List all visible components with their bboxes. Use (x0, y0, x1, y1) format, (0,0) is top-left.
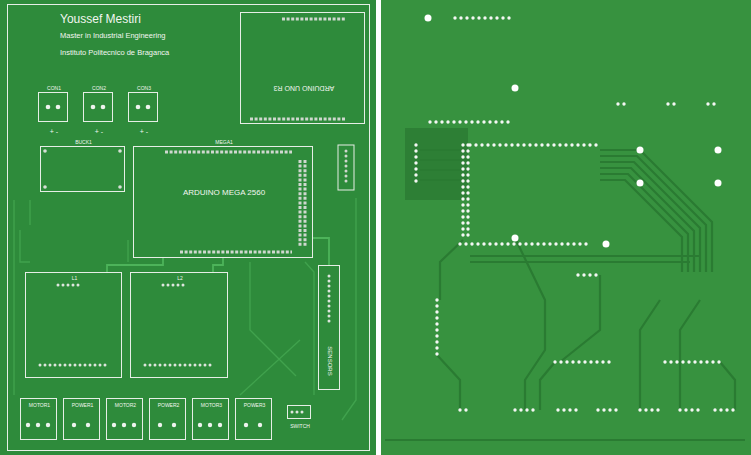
part-label: CON2 (92, 86, 106, 91)
part-label: MOTOR3 (201, 403, 222, 408)
arduino-uno-outline: ARDUINO UNO R3 (240, 12, 365, 124)
uno-headers (250, 19, 346, 119)
part-label: SENSORS (327, 346, 333, 375)
bottom-screws (26, 423, 262, 427)
part-label: SWITCH (290, 424, 310, 429)
part-label: CON3 (137, 86, 151, 91)
terminal-block: CON2+ - (83, 92, 113, 122)
part-label: L1 (72, 276, 78, 281)
degree-note: Master in Industrial Engineering (60, 32, 165, 40)
terminal-block: CON1+ - (38, 92, 68, 122)
bottom-traces (385, 150, 745, 440)
terminal-screws (46, 105, 151, 110)
driver-module: L2 (130, 272, 228, 378)
switch-header: SWITCH (287, 405, 311, 419)
mega-headers (165, 152, 305, 252)
designer-name: Youssef Mestiri (60, 13, 141, 25)
buck-holes (43, 149, 122, 189)
buck-module: BUCK1 (40, 146, 125, 192)
copper-trace (213, 258, 223, 272)
part-label: POWER3 (244, 403, 266, 408)
part-label: POWER2 (158, 403, 180, 408)
part-label: + - (95, 128, 103, 135)
part-label: L2 (177, 276, 183, 281)
bottom-layer (381, 0, 751, 455)
part-label: BUCK1 (75, 140, 92, 145)
screw-terminal: POWER3 (235, 398, 272, 440)
part-label: POWER1 (72, 403, 94, 408)
part-label: + - (50, 128, 58, 135)
copper-pour (405, 128, 468, 200)
part-label: MEGA1 (215, 140, 233, 145)
screw-terminal: MOTOR2 (106, 398, 143, 440)
part-label: ARDUINO MEGA 2560 (183, 189, 265, 197)
side-header-pads (345, 151, 348, 185)
part-label: MOTOR1 (29, 403, 50, 408)
driver-module: L1 (25, 272, 122, 378)
screw-terminal: POWER2 (149, 398, 186, 440)
bottom-ground (381, 0, 751, 455)
terminal-block: CON3+ - (128, 92, 158, 122)
screw-terminal: MOTOR1 (20, 398, 57, 440)
part-label: MOTOR2 (115, 403, 136, 408)
sensor-header: SENSORS (318, 265, 340, 390)
part-label: + - (140, 128, 148, 135)
part-label: CON1 (47, 86, 61, 91)
bottom-pads (416, 18, 735, 410)
screw-terminal: MOTOR3 (192, 398, 229, 440)
side-header (338, 145, 354, 190)
driver-pads (40, 276, 329, 412)
arduino-mega-outline: MEGA1ARDUINO MEGA 2560 (133, 146, 313, 258)
top-layer (0, 0, 376, 455)
mounting-holes (425, 15, 722, 248)
copper-trace (313, 238, 329, 265)
institution-note: Instituto Politecnico de Braganca (60, 49, 169, 57)
part-label: ARDUINO UNO R3 (273, 85, 334, 92)
board-outline (8, 5, 370, 451)
copper-trace (107, 258, 163, 272)
board-ground (0, 0, 376, 455)
screw-terminal: POWER1 (63, 398, 100, 440)
